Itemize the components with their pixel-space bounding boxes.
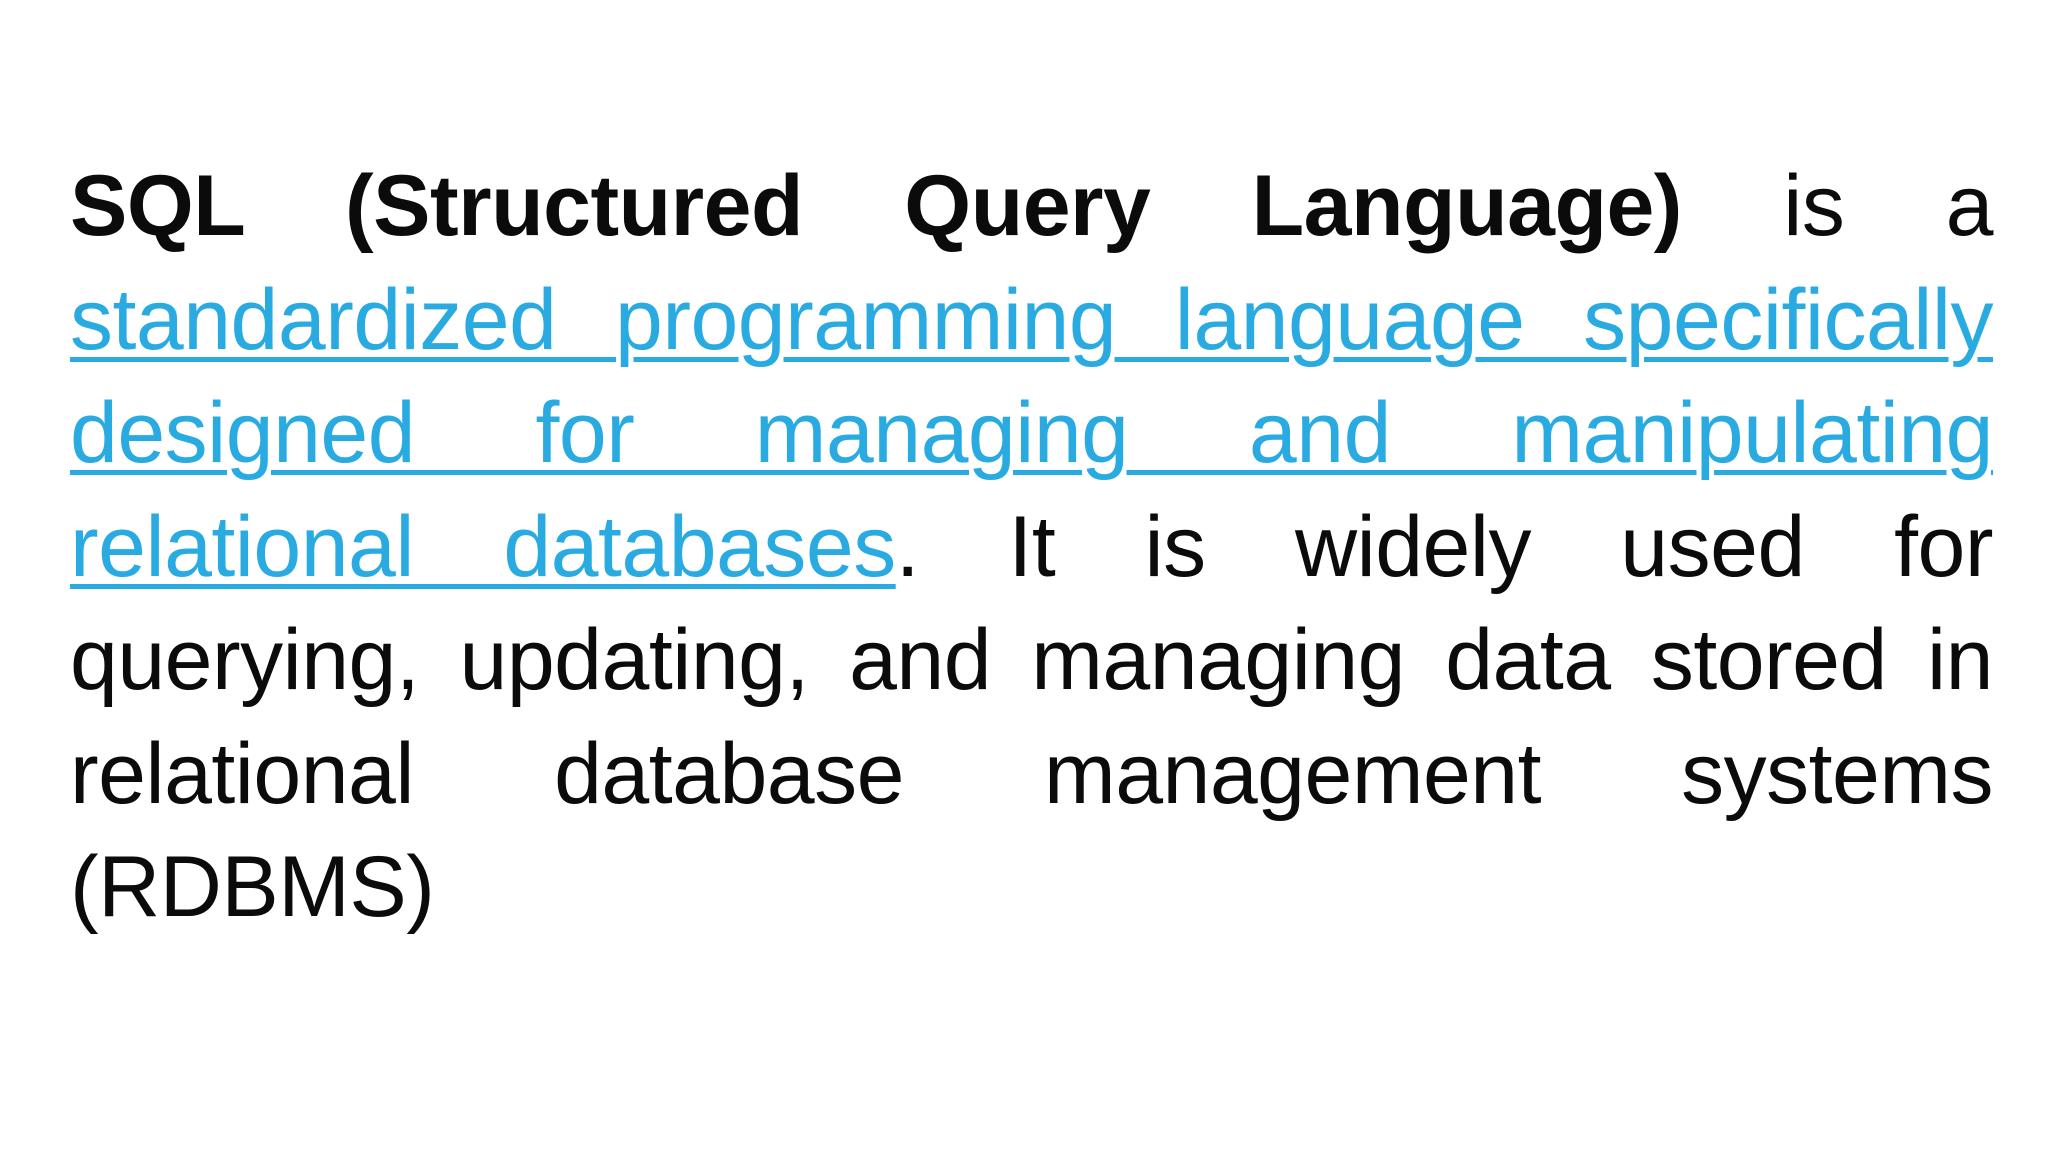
hyperlink-text[interactable]: designed for managing and manipulating: [70, 385, 1994, 481]
text-line: SQL (Structured Query Language) is a: [70, 150, 1994, 264]
text-line: relational database management systems: [70, 718, 1994, 832]
text-segment: relational database management systems: [70, 725, 1994, 822]
text-line: querying, updating, and managing data st…: [70, 604, 1994, 718]
text-line: designed for managing and manipulating: [70, 377, 1994, 491]
hyperlink-text[interactable]: relational databases: [70, 498, 896, 595]
text-segment: . It is widely used for: [895, 498, 1994, 595]
text-line: relational databases. It is widely used …: [70, 491, 1994, 605]
hyperlink-text[interactable]: standardized programming language specif…: [70, 271, 1994, 368]
text-segment: querying, updating, and managing data st…: [70, 612, 1994, 708]
text-segment: SQL (Structured Query Language): [70, 158, 1682, 254]
text-line: (RDBMS): [70, 831, 1993, 945]
text-line: standardized programming language specif…: [70, 264, 1994, 378]
text-segment: (RDBMS): [70, 839, 435, 935]
text-segment: is a: [1681, 158, 1993, 254]
